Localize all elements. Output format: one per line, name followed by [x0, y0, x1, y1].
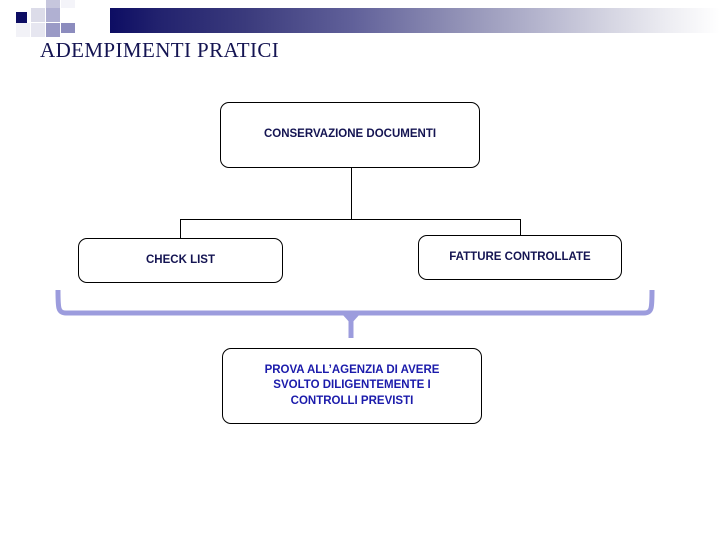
connector-drop-to-checklist — [180, 219, 181, 238]
header-checker-square — [46, 23, 60, 37]
node-label: CONSERVAZIONE DOCUMENTI — [263, 128, 437, 141]
connector-brace-to-prova — [55, 289, 655, 338]
header-checker-square — [16, 12, 27, 23]
connector-drop-to-fatture — [520, 219, 521, 236]
node-label: FATTURE CONTROLLATE — [449, 250, 591, 263]
header-checker-square — [31, 23, 45, 37]
node-label-line-3: CONTROLLI PREVISTI — [290, 394, 414, 407]
connector-split-bar — [180, 219, 521, 220]
header-checker-square — [46, 8, 60, 22]
node-check-list[interactable]: CHECK LIST — [78, 238, 283, 283]
node-label-line-1: PROVA ALL’AGENZIA DI AVERE — [264, 364, 440, 377]
node-fatture-controllate[interactable]: FATTURE CONTROLLATE — [418, 235, 622, 280]
header-checker-square — [16, 23, 30, 37]
node-label: CHECK LIST — [146, 253, 215, 266]
page-title: ADEMPIMENTI PRATICI — [40, 38, 280, 62]
node-label-multiline: PROVA ALL’AGENZIA DI AVERE SVOLTO DILIGE… — [255, 363, 450, 409]
header-checker-square — [61, 0, 75, 8]
header-gradient-bar — [110, 8, 720, 33]
header-checker-square — [61, 23, 75, 33]
header-checker-square — [31, 8, 45, 22]
node-conservazione-documenti[interactable]: CONSERVAZIONE DOCUMENTI — [220, 102, 480, 168]
node-label-line-2: SVOLTO DILIGENTEMENTE I — [273, 379, 431, 392]
node-prova-agenzia[interactable]: PROVA ALL’AGENZIA DI AVERE SVOLTO DILIGE… — [222, 348, 482, 424]
connector-conservazione-stem — [351, 168, 352, 220]
